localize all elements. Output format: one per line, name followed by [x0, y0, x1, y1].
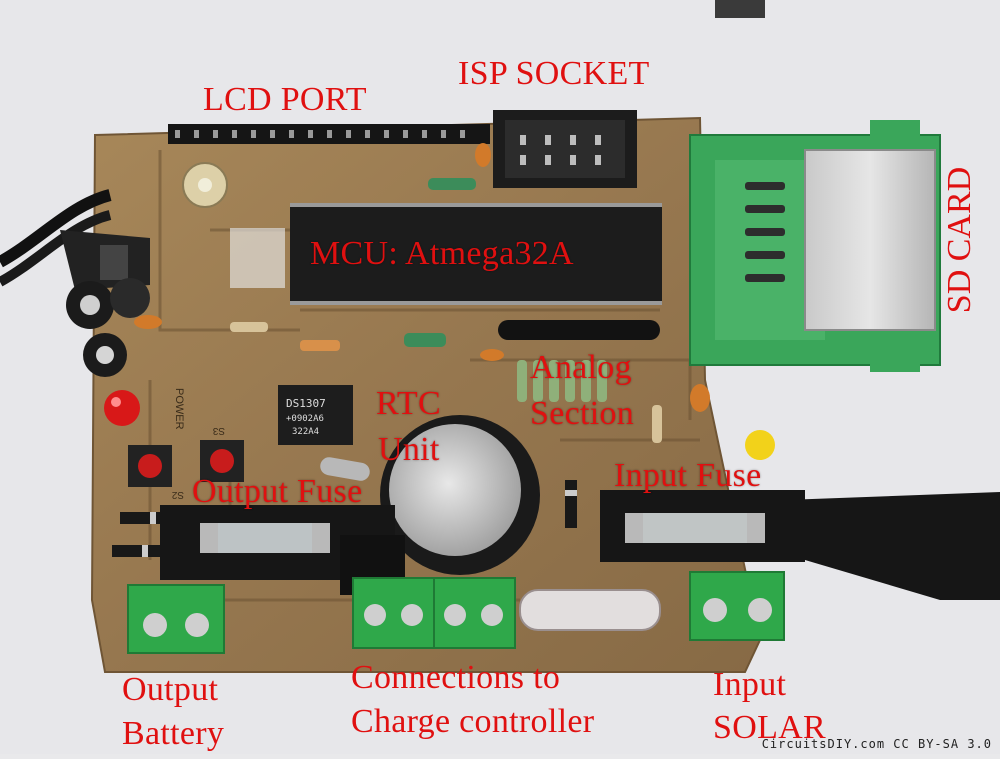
analog-resistors [517, 360, 607, 402]
silk-power: POWER [173, 388, 185, 430]
label-lcd-port: LCD PORT [203, 81, 367, 118]
lcd-header-pins [175, 130, 465, 138]
diode-3 [565, 480, 577, 528]
terminal-output-battery [127, 584, 225, 654]
label-analog-line2: Section [530, 395, 635, 432]
corner-component [715, 0, 765, 18]
label-charge-controller-line2: Charge controller [351, 703, 595, 740]
rtc-marking-3: 322A4 [292, 427, 319, 437]
rtc-chip [278, 385, 353, 445]
capacitor-2 [110, 278, 150, 318]
rtc-marking-2: +0902A6 [286, 414, 324, 424]
resistor-4 [404, 333, 446, 347]
label-charge-controller-line1: Connections to [351, 659, 561, 696]
label-input-solar-line1: Input [713, 666, 787, 703]
resistor-2 [230, 322, 268, 332]
output-fuse [200, 523, 330, 553]
ceramic-cap-2 [134, 315, 162, 329]
sd-card-slot [804, 149, 936, 331]
terminal-input-solar [689, 571, 785, 641]
ceramic-cap-1 [475, 143, 491, 167]
label-isp-socket: ISP SOCKET [458, 55, 650, 92]
label-rtc-line2: Unit [378, 431, 440, 468]
crystal-holder [498, 320, 660, 340]
diode-2 [112, 545, 160, 557]
power-led [104, 390, 140, 426]
label-output-battery-line1: Output [122, 671, 219, 708]
coin-cell [389, 424, 521, 556]
silk-s2: S2 [171, 489, 184, 500]
label-rtc-line1: RTC [376, 385, 441, 422]
label-input-solar-line2: SOLAR [713, 709, 826, 746]
label-mcu: MCU: Atmega32A [310, 235, 574, 272]
status-led [745, 430, 775, 460]
rtc-crystal [320, 457, 370, 481]
silk-s3: S3 [212, 425, 225, 436]
label-analog-line1: Analog [530, 349, 632, 386]
label-input-fuse: Input Fuse [614, 457, 762, 494]
reflection-highlight [230, 228, 285, 288]
label-output-battery-line2: Battery [122, 715, 225, 752]
label-sd-card-text: SD CARD [941, 166, 978, 314]
terminal-charge-controller [352, 577, 516, 649]
fuse-clip-handle [785, 492, 1000, 600]
ceramic-cap-3 [690, 384, 710, 412]
resistor-1 [428, 178, 476, 190]
input-fuse [625, 513, 765, 543]
resistor-5 [652, 405, 662, 443]
power-resistor [519, 589, 661, 631]
label-sd-card: SD CARD [930, 150, 990, 330]
rtc-marking-1: DS1307 [286, 397, 326, 410]
mcu-chip [290, 205, 662, 303]
label-output-fuse: Output Fuse [192, 473, 363, 510]
resistor-3 [300, 340, 340, 351]
power-cable [0, 189, 112, 268]
ceramic-cap-4 [480, 349, 504, 361]
credit-text: CircuitsDIY.com CC BY-SA 3.0 [761, 737, 992, 751]
